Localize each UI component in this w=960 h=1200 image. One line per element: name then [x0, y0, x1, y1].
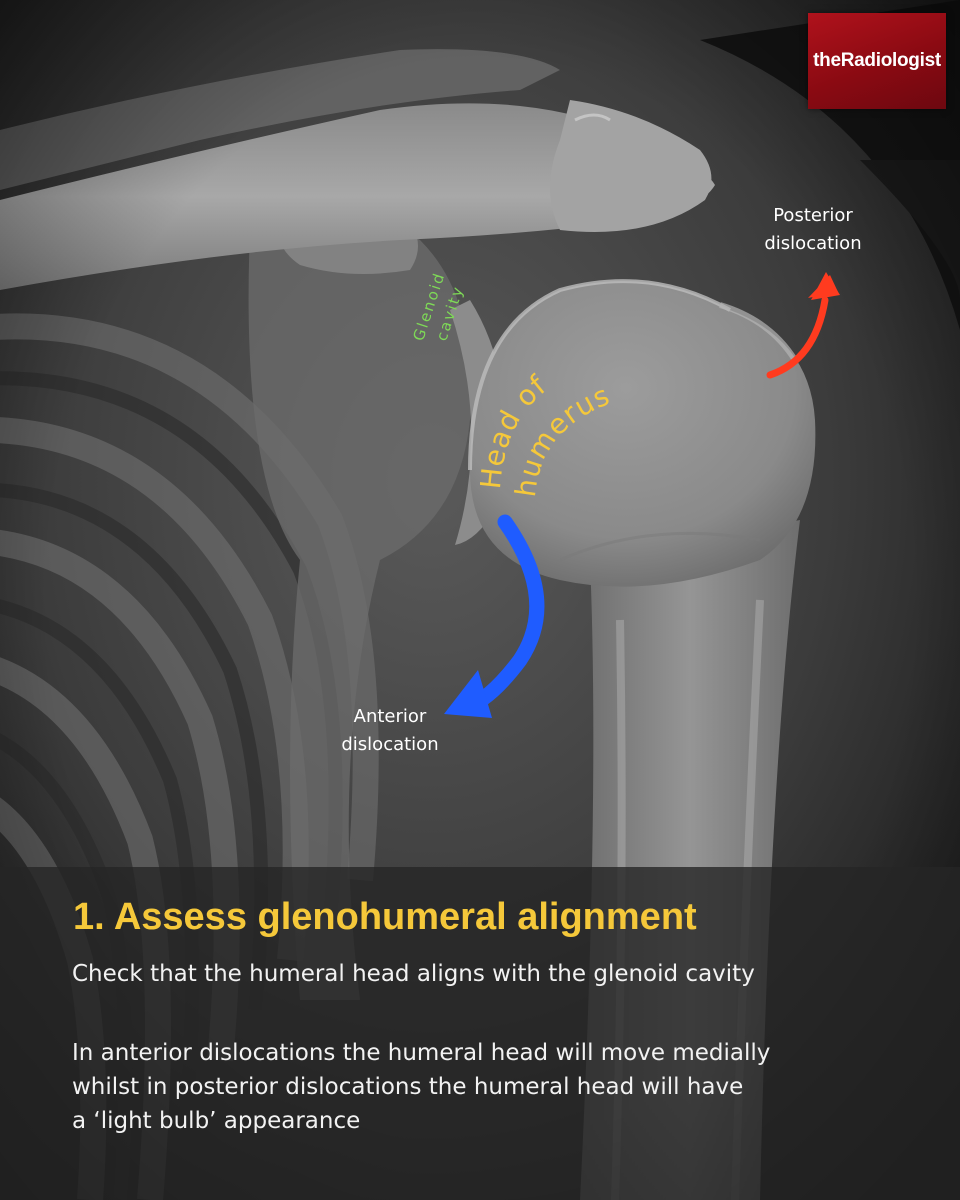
- caption-paragraph-2-line-1: In anterior dislocations the humeral hea…: [72, 1040, 771, 1066]
- caption-line-1: Check that the humeral head aligns with …: [72, 957, 755, 991]
- posterior-dislocation-label: Posterior dislocation: [752, 202, 874, 258]
- posterior-arrow: [766, 272, 840, 379]
- caption-paragraph-2: In anterior dislocations the humeral hea…: [72, 1036, 770, 1138]
- brand-logo: theRadiologist: [808, 13, 946, 109]
- anterior-label-line-1: Anterior: [353, 706, 427, 727]
- anterior-dislocation-label: Anterior dislocation: [322, 703, 458, 759]
- brand-logo-text: theRadiologist: [813, 50, 941, 71]
- caption-paragraph-2-line-3: a ‘light bulb’ appearance: [72, 1108, 361, 1134]
- posterior-label-line-2: dislocation: [764, 233, 862, 254]
- head-of-humerus-curved-text: Head of humerus: [474, 368, 614, 498]
- caption-paragraph-2-line-2: whilst in posterior dislocations the hum…: [72, 1074, 744, 1100]
- caption-line-1-text: Check that the humeral head aligns with …: [72, 961, 755, 987]
- posterior-label-line-1: Posterior: [773, 205, 853, 226]
- caption-panel: [0, 867, 960, 1200]
- anterior-label-line-2: dislocation: [341, 734, 439, 755]
- anterior-arrow: [444, 514, 545, 718]
- head-of-humerus-label-text: Head of humerus: [474, 330, 660, 500]
- caption-title: 1. Assess glenohumeral alignment: [73, 896, 697, 938]
